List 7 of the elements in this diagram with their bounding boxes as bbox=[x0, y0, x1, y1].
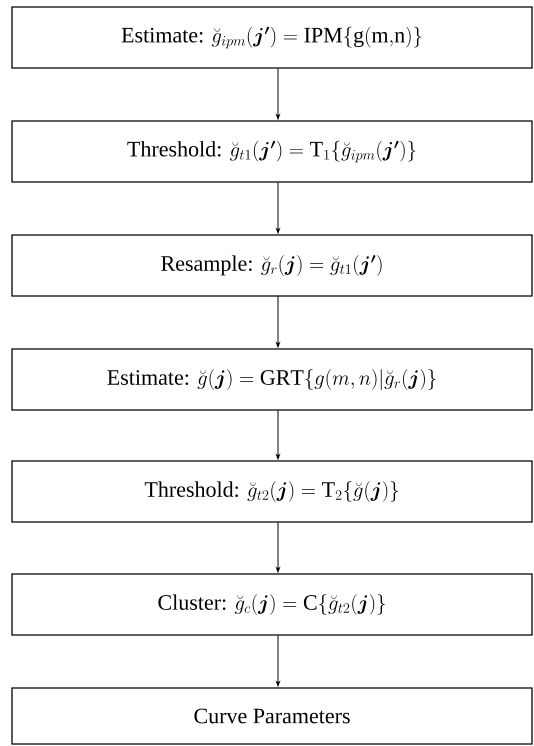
process-box: $\text{Estimate: }\breve{g}_{ipm}(\boldsymbol{j'}) = \mathrm{IPM}\{\mathrm{g(m{,}n)}\}$ bbox=[11, 6, 533, 69]
process-box: $\text{Threshold: }\breve{g}_{t1}(\boldsymbol{j'}) = \mathrm{T}_1\{\breve{g}_{ipm}(\boldsymbol{j'})\}$ bbox=[11, 120, 533, 183]
process-box: $\text{Estimate: }\breve{g}(\boldsymbol{j}) = \mathrm{GRT}\{g(m,n)|\breve{g}_{r}(\boldsymbol{j})\}$ bbox=[11, 348, 533, 411]
process-box: $\text{Threshold: }\breve{g}_{t2}(\boldsymbol{j}) = \mathrm{T}_2\{\breve{g}(\boldsymbol{j})\}$ bbox=[11, 460, 533, 523]
process-box: $\text{Cluster: }\breve{g}_{c}(\boldsymbol{j}) = \mathrm{C}\{\breve{g}_{t2}(\boldsymbol{j})\}$ bbox=[11, 573, 533, 636]
process-box: $\text{Resample: }\breve{g}_{r}(\boldsymbol{j}) = \breve{g}_{t1}(\boldsymbol{j'})$ bbox=[11, 234, 533, 297]
process-box: Curve Parameters bbox=[11, 687, 533, 745]
